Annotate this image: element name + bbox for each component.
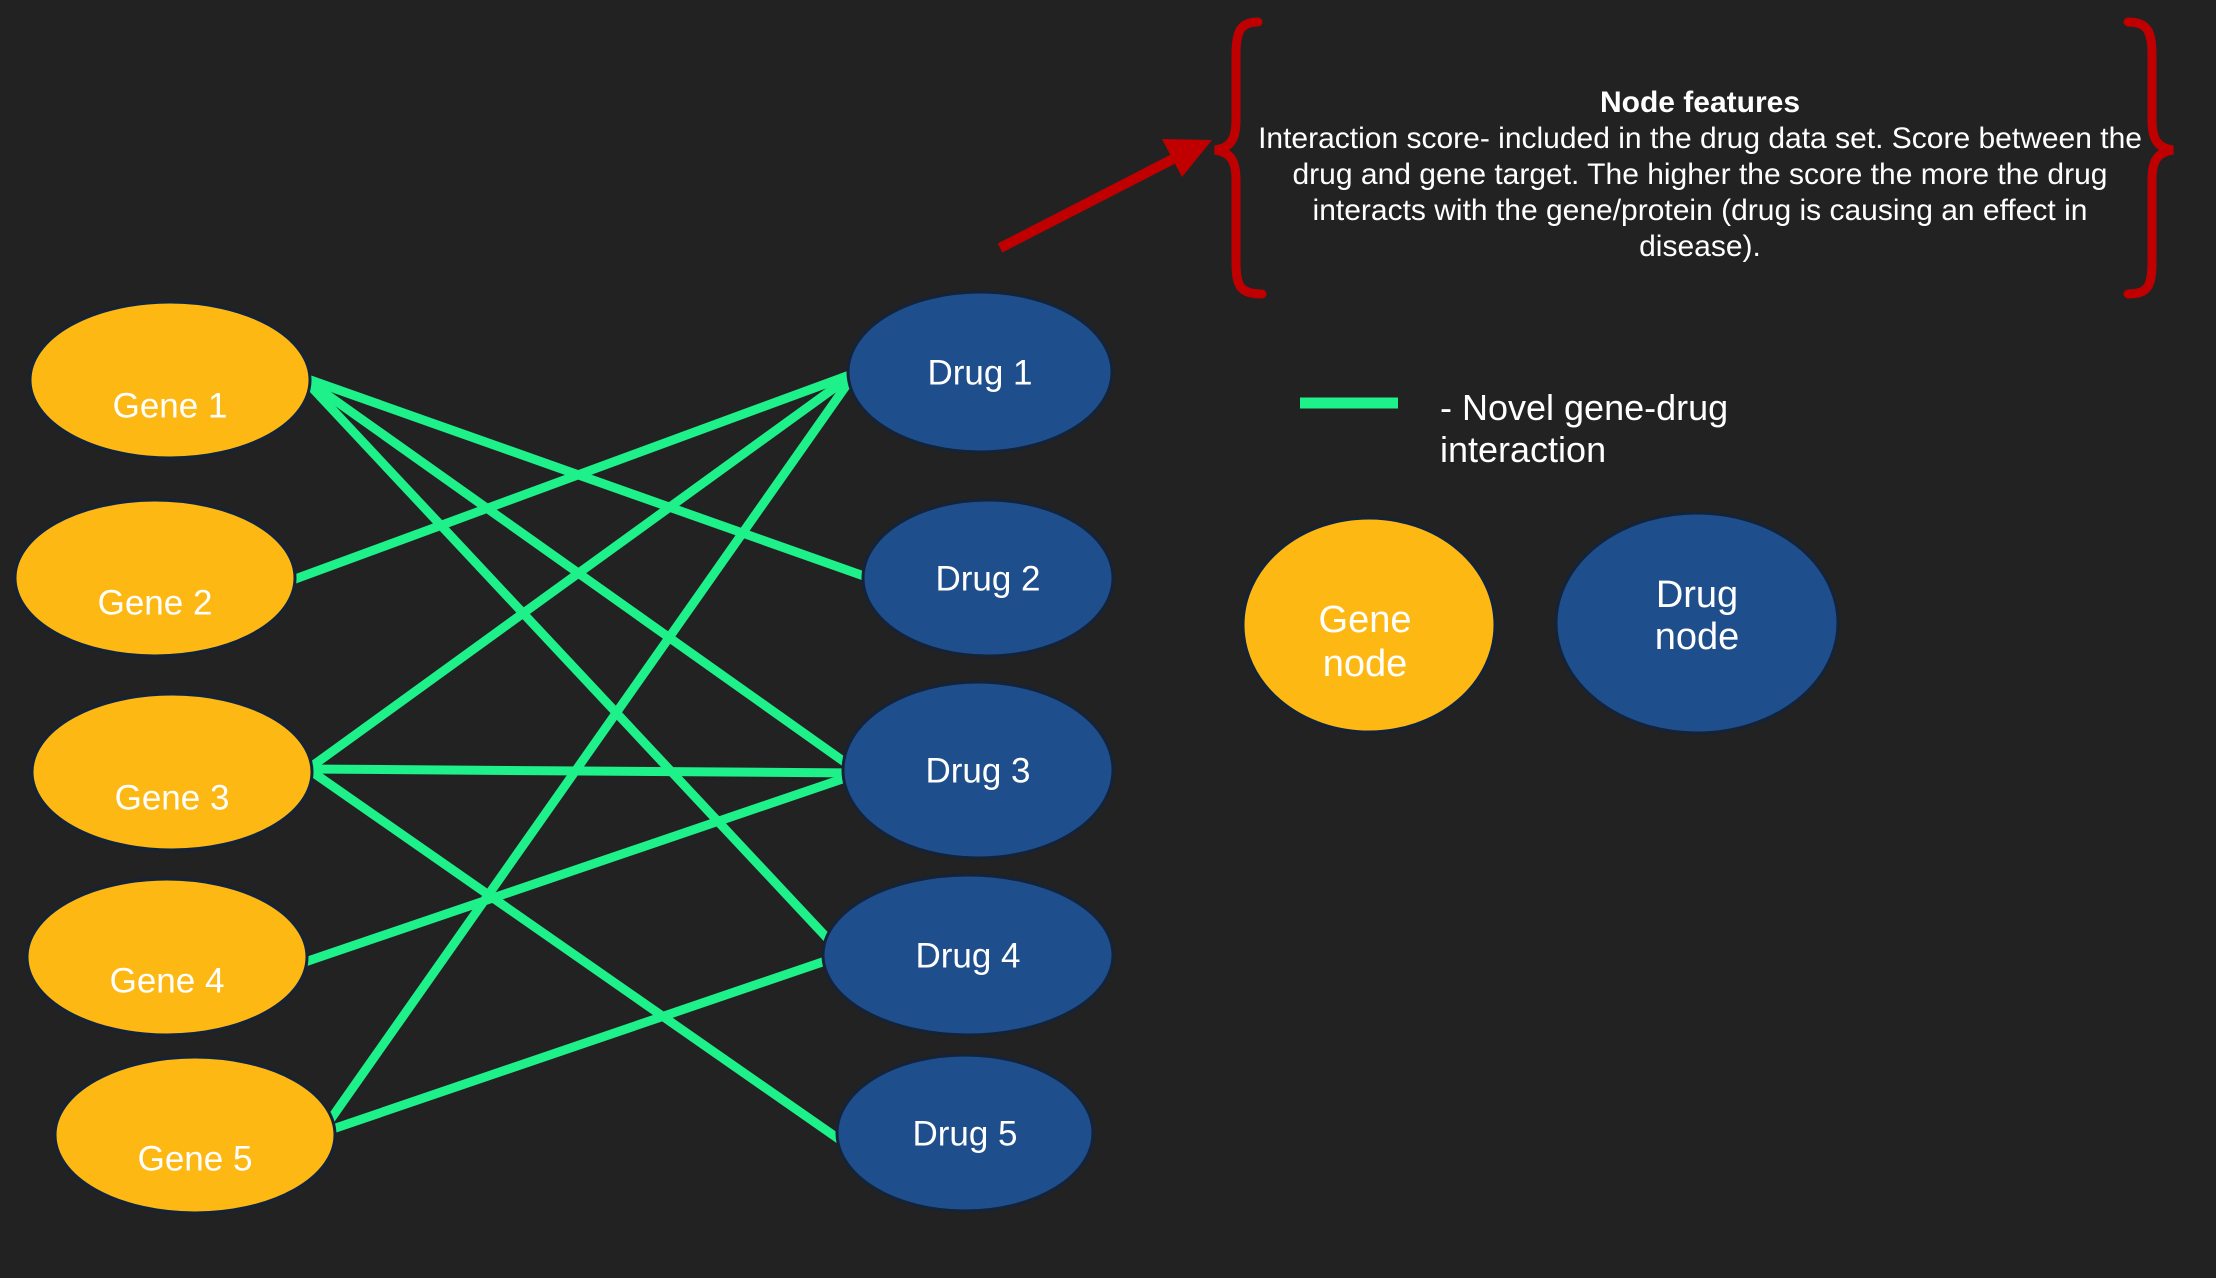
- edge-g1-d2: [297, 372, 883, 586]
- drug-node-d3: Drug 3: [841, 680, 1115, 860]
- drug-node-shape: [835, 1053, 1095, 1213]
- node-features-description: Interaction score- included in the drug …: [1258, 122, 2142, 263]
- edge-g3-d3: [303, 764, 865, 778]
- edge-g4-d3: [300, 768, 865, 967]
- legend-edge-label: - Novel gene-drug interaction: [1440, 387, 1729, 470]
- edges-layer: [282, 368, 883, 1147]
- drug-node-d4: Drug 4: [821, 873, 1115, 1037]
- gene-node-label: Gene 4: [110, 961, 225, 1000]
- drug-node-shape: [861, 498, 1115, 658]
- drug-node-shape: [846, 290, 1114, 454]
- gene-node-shape: [28, 300, 312, 460]
- gene-node-shape: [13, 498, 297, 658]
- gene-node-g3: Gene 3: [30, 692, 314, 852]
- gene-node-label: Gene 2: [98, 583, 213, 622]
- gene-node-g1: Gene 1: [28, 300, 312, 460]
- drug-node-shape: [841, 680, 1115, 860]
- gene-node-g2: Gene 2: [13, 498, 297, 658]
- node-features-title: Node features: [1599, 86, 1801, 119]
- gene-node-shape: [25, 877, 309, 1037]
- drug-node-d1: Drug 1: [846, 290, 1114, 454]
- drug-node-label: Drug 2: [935, 559, 1040, 598]
- gene-node-label: Gene 1: [113, 386, 228, 425]
- edge-g3-d5: [303, 764, 848, 1147]
- edge-g5-d1: [316, 368, 860, 1138]
- edge-g2-d1: [282, 368, 860, 587]
- drug-node-label: Drug 1: [927, 353, 1032, 392]
- right-brace-icon: [2123, 17, 2174, 299]
- nodes-layer: Gene 1 Gene 2 Gene 3 Gene 4 Gene 5 Drug 1 Drug…: [13, 290, 1115, 1215]
- gene-node-shape: [30, 692, 314, 852]
- node-features-note: Node features Interaction score- include…: [1250, 85, 2150, 265]
- pointer-arrow: [997, 139, 1212, 253]
- drug-node-d2: Drug 2: [861, 498, 1115, 658]
- left-brace-icon: [1214, 17, 1267, 299]
- edge-g3-d1: [303, 368, 860, 774]
- edge-g5-d4: [316, 950, 848, 1138]
- gene-node-label: Gene 3: [115, 778, 230, 817]
- gene-node-g4: Gene 4: [25, 877, 309, 1037]
- gene-node-label: Gene 5: [138, 1139, 253, 1178]
- drug-node-d5: Drug 5: [835, 1053, 1095, 1213]
- drug-node-label: Drug 5: [912, 1114, 1017, 1153]
- gene-node-g5: Gene 5: [53, 1055, 337, 1215]
- edge-g1-d4: [297, 372, 848, 960]
- gene-node-shape: [53, 1055, 337, 1215]
- drug-node-label: Drug 3: [925, 751, 1030, 790]
- drug-node-shape: [821, 873, 1115, 1037]
- drug-node-label: Drug 4: [915, 936, 1020, 975]
